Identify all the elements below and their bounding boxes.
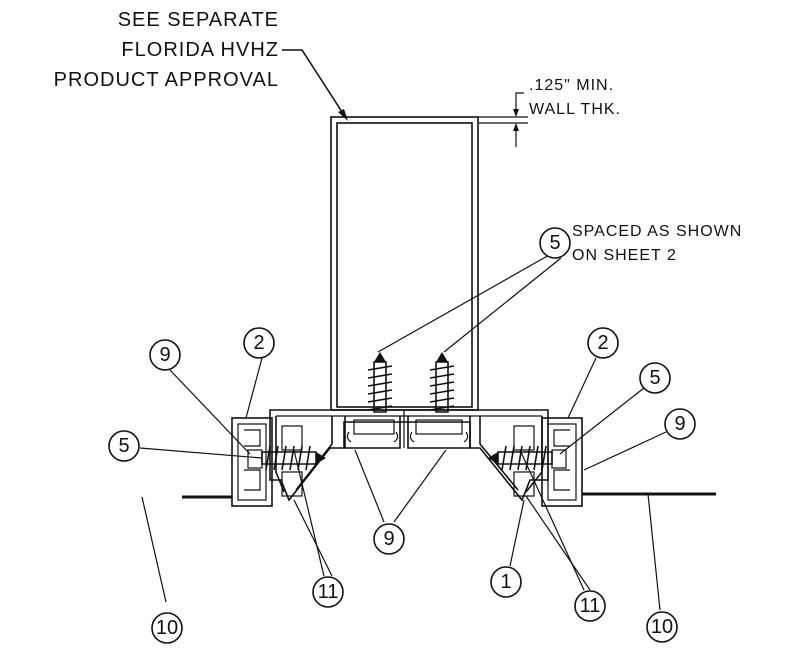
wall-dim-leader [515,92,524,114]
svg-text:5: 5 [118,435,129,457]
approval-note-line-3: PRODUCT APPROVAL [54,69,279,91]
callout-11-right: 11 [574,590,606,622]
left-block-lower [281,471,303,497]
base-receptor-extrusion [269,409,549,502]
svg-text:5: 5 [549,232,560,254]
left-block-upper [281,425,303,451]
horizontal-screw-right [488,445,553,471]
svg-text:11: 11 [318,581,339,603]
callout-1-right: 1 [490,566,522,598]
callout-9-right: 9 [664,408,696,440]
spacing-note: SPACED AS SHOWN ON SHEET 2 [572,223,742,264]
svg-text:1: 1 [500,571,511,593]
callout-2-right: 2 [587,327,619,359]
callout-9-bottom: 9 [373,523,405,555]
wall-dim-arrow-bottom [513,123,519,131]
approval-note: SEE SEPARATE FLORIDA HVHZ PRODUCT APPROV… [54,9,279,91]
right-block-upper [513,425,535,451]
vertical-screw-left [367,352,393,413]
svg-text:9: 9 [159,344,170,366]
approval-note-line-2: FLORIDA HVHZ [121,39,279,61]
svg-text:2: 2 [597,332,608,354]
approval-note-line-1: SEE SEPARATE [118,9,279,31]
vertical-screw-right [429,352,455,413]
svg-text:10: 10 [651,616,673,638]
svg-text:11: 11 [580,595,601,617]
svg-text:9: 9 [674,413,685,435]
wall-note-line-1: .125" MIN. [529,77,614,94]
right-anchor-clip [541,417,583,507]
svg-text:10: 10 [156,617,178,639]
svg-text:9: 9 [383,528,394,550]
svg-text:5: 5 [649,367,660,389]
callout-9-left: 9 [149,339,181,371]
left-clip [344,416,401,449]
callout-5-left: 5 [108,430,140,462]
right-block-lower [513,471,535,497]
callout-10-left: 10 [151,612,183,644]
wall-dim-arrow-top [513,109,519,117]
callout-11-left: 11 [312,576,344,608]
callout-5-top: 5 [539,227,571,259]
wall-note-line-2: WALL THK. [529,101,621,118]
right-clip [407,416,471,449]
callout-5-right: 5 [639,362,671,394]
left-anchor-clip [231,417,273,507]
spacing-note-line-2: ON SHEET 2 [572,247,677,264]
svg-text:2: 2 [253,332,264,354]
approval-leader [282,49,345,116]
leader-lines [139,249,667,611]
callout-2-left: 2 [243,327,275,359]
wall-thickness-note: .125" MIN. WALL THK. [529,77,621,118]
horizontal-screw-left [261,445,326,471]
mullion-tube [330,116,479,411]
spacing-note-line-1: SPACED AS SHOWN [572,223,742,240]
approval-arrowhead [338,109,348,121]
callout-10-right: 10 [646,611,678,643]
